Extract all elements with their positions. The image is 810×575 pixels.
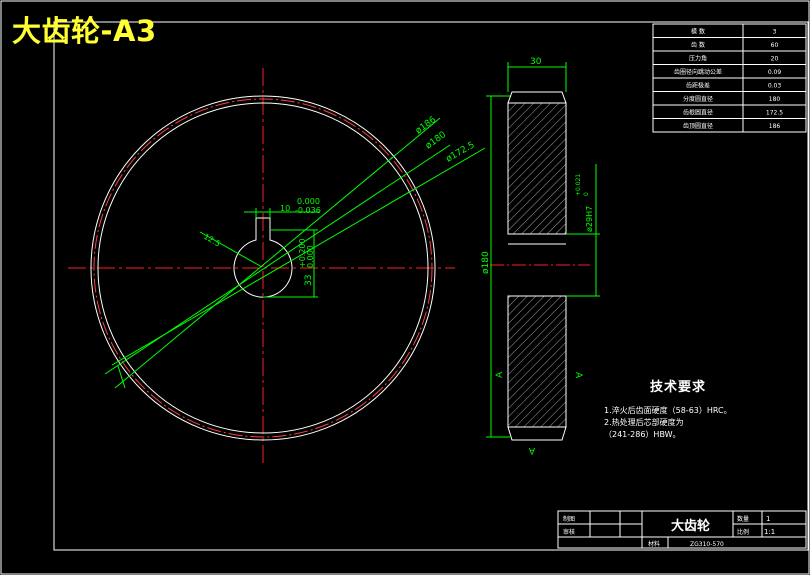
bore-keyway-outline [233, 217, 293, 298]
param-value: 186 [769, 123, 781, 130]
keyway-tol-lower: -0.036 [295, 206, 321, 215]
param-label: 齿圈径向跳动公差 [674, 68, 722, 76]
param-label: 分度圆直径 [683, 95, 713, 103]
param-rows: 模 数 3 齿 数 60 压力角 20 齿圈径向跳动公差 0.09 齿距极差 0.03 分度圆直径 1… [653, 28, 806, 130]
param-label: 齿根圆直径 [683, 109, 713, 117]
bore-tol-lower: 0 [583, 192, 590, 196]
tb-checked-label: 审核 [563, 528, 575, 536]
bore-dia-label: ø29H7 [585, 206, 594, 232]
dia-186-label: ø186 [414, 115, 438, 137]
drawing-title: 大齿轮-A3 [12, 14, 157, 48]
param-label: 齿距极差 [686, 82, 710, 90]
tb-scale-label: 比例 [737, 528, 749, 536]
param-label: 齿顶圆直径 [683, 122, 713, 130]
tb-material-label: 材料 [648, 540, 660, 548]
keyway-depth-label: 33 [304, 275, 314, 286]
section-upper-hatch [507, 102, 567, 235]
keyway-depth-tol-upper: +0.200 [298, 238, 307, 268]
dia-180-leader [104, 144, 451, 375]
face-width-label: 30 [530, 57, 542, 67]
keyway-width-label: 10 [280, 204, 290, 213]
tb-drawn-label: 制图 [563, 515, 575, 523]
param-label: 压力角 [689, 55, 707, 63]
section-mark-bottom: A [528, 445, 535, 455]
dia-172-leader [111, 147, 486, 366]
root-circle [97, 102, 429, 434]
section-lower-hatch [507, 295, 567, 428]
param-value: 172.5 [766, 110, 783, 117]
tooth-top [507, 91, 567, 104]
param-value: 3 [773, 29, 777, 36]
tb-qty-label: 数量 [737, 515, 749, 523]
keyway-tol-upper: 0.000 [297, 197, 320, 206]
tip-circle [90, 95, 436, 441]
tb-scale-value: 1:1 [764, 528, 775, 536]
tb-part-name: 大齿轮 [671, 518, 710, 534]
section-view: 30 ø180 ø29H7 +0.021 0 A A A [481, 57, 600, 455]
radius-leader [199, 231, 263, 268]
section-mark-right: A [573, 372, 583, 379]
title-block: 制图 审核 大齿轮 数量 1 比例 1:1 材料 ZG310-570 [557, 510, 807, 549]
tb-material-value: ZG310-570 [690, 541, 724, 548]
param-value: 0.03 [768, 83, 782, 90]
section-mark-left: A [495, 371, 505, 378]
dia-172-label: ø172.5 [445, 140, 477, 164]
tech-line: （241-286）HBW。 [604, 430, 681, 439]
param-value: 20 [771, 56, 779, 63]
tooth-bottom [507, 426, 567, 441]
radius-label: 12.5 [202, 232, 222, 249]
drawing-frame [53, 21, 809, 551]
front-view: ø186 ø180 ø172.5 12.5 10 0.000 -0.036 33… [68, 68, 486, 466]
tb-qty-value: 1 [766, 515, 770, 523]
tech-requirements-heading: 技术要求 [650, 380, 707, 395]
param-value: 60 [771, 42, 779, 49]
keyway-depth-tol-lower: 0.000 [306, 245, 315, 268]
tech-line: 2.热处理后芯部硬度为 [604, 418, 684, 427]
tech-requirements: 技术要求 1.淬火后齿面硬度（58-63）HRC。 2.热处理后芯部硬度为 （2… [604, 376, 732, 441]
bore-tol-upper: +0.021 [575, 174, 582, 196]
param-value: 0.09 [768, 69, 782, 76]
tech-line: 1.淬火后齿面硬度（58-63）HRC。 [604, 406, 732, 415]
param-label: 模 数 [691, 28, 705, 36]
param-table: 模 数 3 齿 数 60 压力角 20 齿圈径向跳动公差 0.09 齿距极差 0.03 分度圆直径 1… [652, 23, 807, 133]
param-label: 齿 数 [691, 41, 705, 49]
pitch-circle [93, 98, 433, 438]
side-dia-label: ø180 [481, 251, 491, 274]
dia-arrow-tick [117, 365, 126, 389]
dia-186-leader [114, 117, 441, 389]
param-value: 180 [769, 96, 781, 103]
title-block-frame [557, 510, 807, 549]
